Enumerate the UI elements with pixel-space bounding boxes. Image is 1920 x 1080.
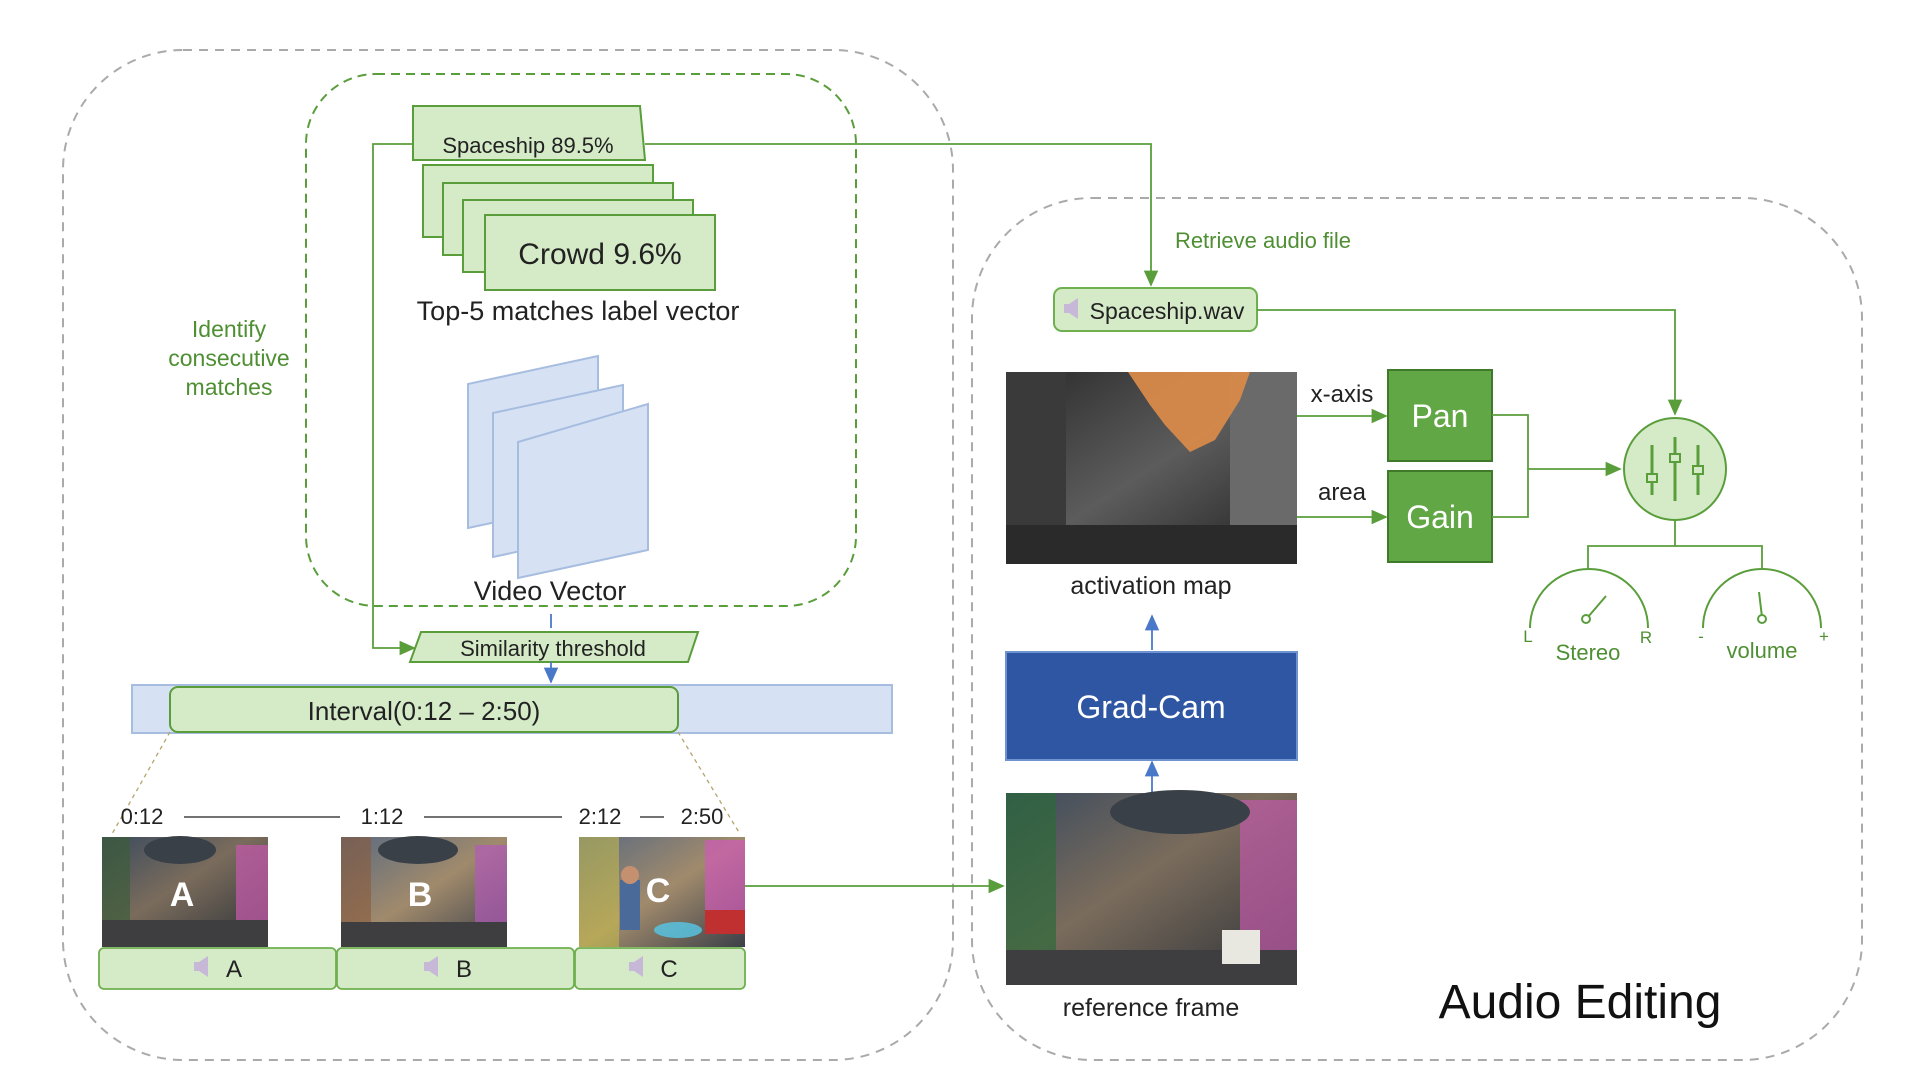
volume-dial-icon [1702,568,1822,629]
mixer-to-volume-line [1675,545,1763,568]
audio-to-mixer-connector [1257,309,1683,416]
label-card-stack [412,105,716,291]
clip-thumbnail-c[interactable] [579,837,745,947]
spaceship-match-label: Spaceship 89.5% [442,133,613,158]
interval-label: Interval(0:12 – 2:50) [308,696,541,726]
clip-thumbnail-a[interactable] [102,836,268,947]
time-label-0-12: 0:12 [121,804,164,829]
area-label: area [1318,479,1367,506]
pan-block [1387,369,1493,462]
retrieve-audio-connector [645,143,1159,287]
volume-minus-label: - [1698,627,1704,646]
identify-label-line2: consecutive [168,345,289,371]
audio-editing-frame [971,197,1863,1061]
top5-caption: Top-5 matches label vector [417,296,740,326]
gradcam-label: Grad-Cam [1076,689,1225,725]
retrieve-audio-label: Retrieve audio file [1175,228,1351,253]
equalizer-icon [1646,437,1704,501]
pan-gain-bracket [1492,414,1529,518]
stereo-dial-pivot [1581,614,1591,624]
identify-label-line3: matches [186,374,273,400]
video-vector-icon [467,354,649,580]
crowd-match-label: Crowd 9.6% [518,238,681,271]
identify-label-line1: Identify [192,316,267,342]
similarity-threshold-label: Similarity threshold [460,636,646,661]
stereo-dial-needle [1587,595,1607,618]
audio-file-label: Spaceship.wav [1090,298,1245,324]
audio-editing-title: Audio Editing [1439,976,1722,1029]
x-axis-label: x-axis [1311,381,1374,408]
clip-label-text-b: B [456,956,472,983]
interval-box [169,686,679,733]
speaker-icon [194,956,208,977]
reference-frame-label: reference frame [1063,994,1239,1022]
clip-label-text-c: C [660,956,677,983]
volume-dial-needle [1758,591,1763,618]
time-label-1-12: 1:12 [361,804,404,829]
volume-plus-label: + [1819,627,1829,646]
pan-label: Pan [1412,398,1469,434]
clip-thumbnail-b[interactable] [341,836,507,947]
stereo-label: Stereo [1556,640,1621,665]
stereo-dial-icon [1529,568,1649,629]
activation-map-label: activation map [1070,572,1231,600]
clip-label-a[interactable] [98,947,337,990]
similarity-threshold-box [408,631,700,663]
left-panel-frame [62,49,954,1061]
stereo-right-label: R [1640,628,1652,647]
clip-label-text-a: A [226,956,242,983]
volume-label: volume [1727,638,1798,663]
time-label-2-12: 2:12 [579,804,622,829]
time-label-2-50: 2:50 [681,804,724,829]
clip-label-c[interactable] [574,947,746,990]
gain-label: Gain [1406,499,1474,535]
speaker-icon [424,956,438,977]
activation-map-image [1006,372,1297,564]
video-vector-label: Video Vector [474,576,627,606]
speaker-icon [1064,298,1078,319]
clip-overlay-b: B [408,876,433,914]
speaker-icon [629,956,643,977]
zoom-line-left [111,731,171,835]
volume-dial-pivot [1757,614,1767,624]
identify-connector [372,143,416,656]
zoom-line-right [677,731,741,835]
mixer-to-stereo-line [1587,520,1676,568]
clip-overlay-c: C [646,872,671,910]
clip-overlay-a: A [170,876,195,914]
stereo-left-label: L [1523,627,1532,646]
reference-frame-image [1006,790,1297,985]
gradcam-block [1005,651,1298,761]
clip-label-b[interactable] [336,947,575,990]
